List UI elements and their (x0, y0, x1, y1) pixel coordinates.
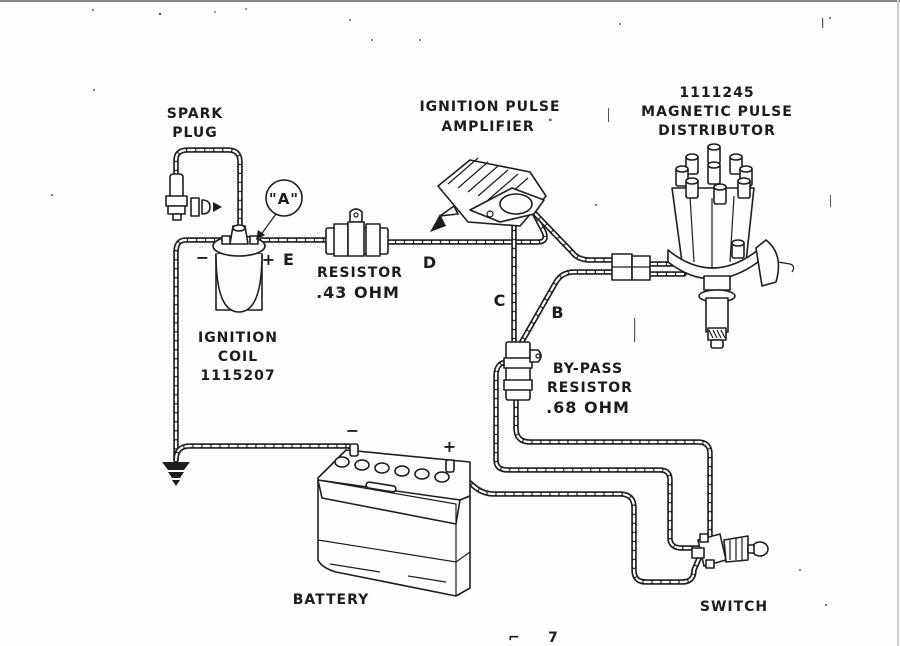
ignition-coil-label-line1: IGNITION (198, 330, 278, 346)
wire-label-D: D (423, 253, 437, 272)
wire-bypass-resistor-bottom-to-switch (513, 397, 713, 541)
bypass-resistor-label-line1: BY-PASS (553, 361, 623, 377)
ignition-coil-label-line2: COIL (218, 349, 258, 365)
wire-bypass-resistor-to-switch (493, 359, 703, 551)
distributor-towers (675, 143, 753, 259)
distributor-label-line1: MAGNETIC PULSE (641, 104, 793, 120)
distributor-connector (611, 253, 651, 281)
resistor-label-line1: RESISTOR (317, 265, 403, 281)
distributor-label-line2: DISTRIBUTOR (658, 123, 776, 139)
wire-ground-to-battery-negative (173, 443, 357, 463)
page-mark-left: ⌐ (508, 630, 521, 646)
amplifier-label-line2: AMPLIFIER (441, 119, 534, 135)
ground-icon (162, 462, 190, 486)
spark-plug-label-line1: SPARK (167, 106, 224, 122)
bypass-resistor-label-line3: .68 OHM (546, 398, 630, 417)
wire-D (385, 202, 548, 245)
coil-negative-mark: − (196, 248, 210, 267)
callout-A-text: "A" (269, 190, 299, 208)
wire-B (517, 269, 615, 348)
spark-plug (165, 173, 222, 221)
callout-A (256, 179, 303, 240)
wire-battery-positive-to-switch (449, 465, 703, 585)
coil-positive-mark: + (262, 250, 276, 269)
spark-plug-label-line2: PLUG (172, 125, 218, 141)
scan-specks (51, 8, 831, 606)
page-mark-right: 7 (548, 630, 559, 646)
wire-amplifier-to-distributor (519, 197, 615, 263)
amplifier-label-mark: ° (548, 118, 554, 128)
wires (173, 147, 713, 585)
battery-negative-mark: − (346, 421, 360, 440)
amplifier-label-line1: IGNITION PULSE (419, 99, 560, 115)
distributor-part-number: 1111245 (679, 85, 754, 101)
resistor-label-line2: .43 OHM (316, 283, 400, 302)
switch-label: SWITCH (700, 599, 768, 615)
battery-cell-caps (334, 456, 450, 483)
resistor (325, 208, 389, 257)
magnetic-pulse-distributor (667, 143, 795, 349)
battery-positive-terminal (445, 459, 455, 473)
bypass-resistor-label-line2: RESISTOR (547, 380, 633, 396)
wire-spark-plug-lead (173, 147, 243, 231)
wire-label-C: C (494, 291, 507, 310)
vacuum-advance (755, 239, 780, 287)
wire-label-B: B (551, 303, 564, 322)
battery-positive-mark: + (443, 437, 457, 456)
battery-negative-terminal (349, 443, 359, 457)
spark-arrow-icon (213, 202, 222, 212)
wire-coil-negative-to-ground (173, 237, 225, 463)
bypass-resistor (503, 341, 542, 401)
wire-label-E: E (283, 250, 295, 269)
battery (317, 443, 471, 597)
ignition-switch (691, 533, 769, 569)
ignition-coil-part-number: 1115207 (200, 368, 275, 384)
ignition-coil (212, 224, 266, 313)
battery-label: BATTERY (293, 592, 370, 608)
ignition-pulse-amplifier (430, 157, 547, 232)
